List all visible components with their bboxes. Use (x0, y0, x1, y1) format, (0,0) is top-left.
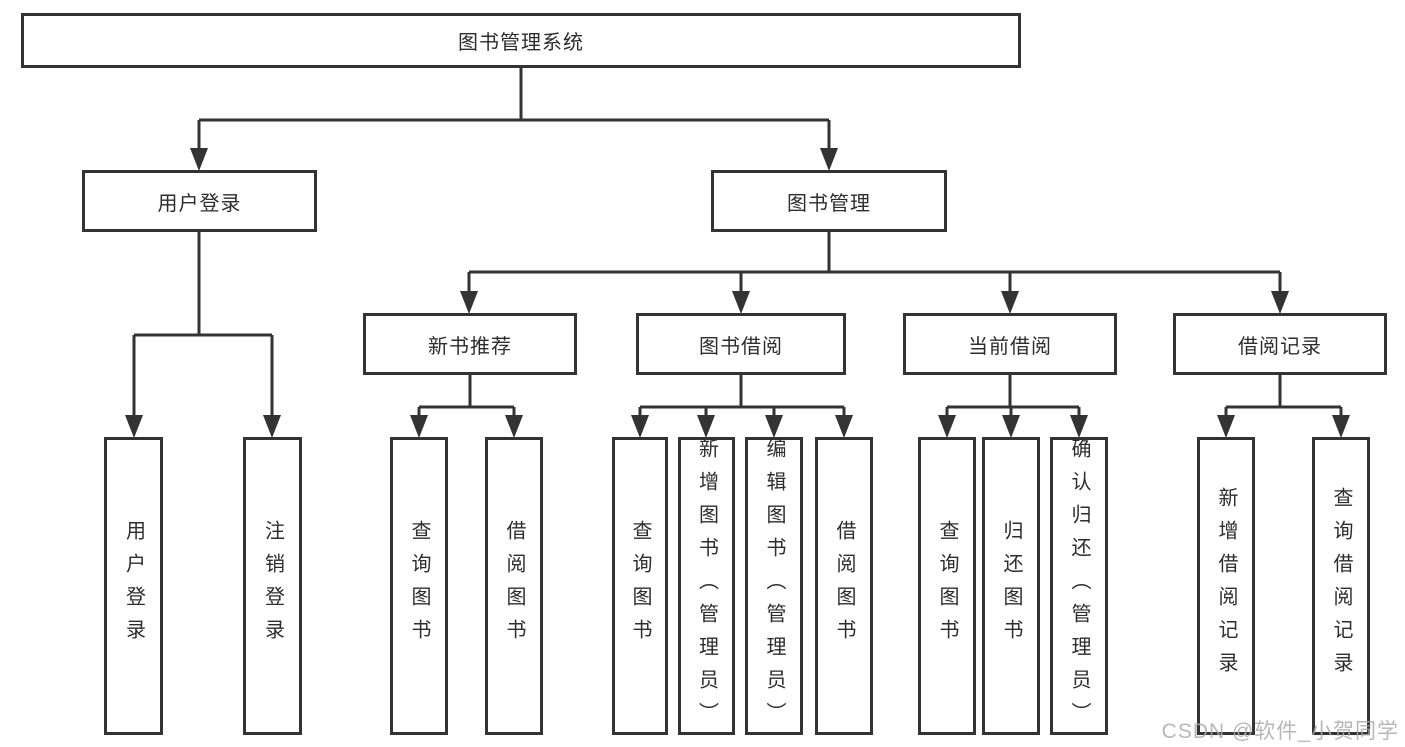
node-book-management: 图书管理 (711, 170, 947, 232)
node-book-borrowing: 图书借阅 (636, 313, 846, 375)
node-label: 图书管理系统 (458, 32, 584, 54)
leaf-query-borrow-record: 查询借阅记录 (1312, 437, 1370, 735)
leaf-borrow-books: 借阅图书 (815, 437, 873, 735)
node-label: 查询借阅记录 (1330, 487, 1352, 685)
node-label: 图书借阅 (699, 335, 783, 358)
node-current-borrowing: 当前借阅 (903, 313, 1117, 375)
node-label: 查询图书 (629, 520, 651, 652)
node-root-system: 图书管理系统 (21, 13, 1021, 68)
leaf-add-borrow-record: 新增借阅记录 (1197, 437, 1255, 735)
node-label: 新增借阅记录 (1215, 487, 1237, 685)
node-label: 新增图书（管理员） (695, 437, 718, 735)
node-borrowing-records: 借阅记录 (1173, 313, 1387, 375)
leaf-edit-books-admin: 编辑图书（管理员） (745, 437, 803, 735)
node-label: 借阅图书 (833, 520, 855, 652)
node-label: 当前借阅 (968, 335, 1052, 358)
node-label: 归还图书 (1000, 520, 1022, 652)
node-label: 确认归还（管理员） (1068, 437, 1090, 735)
leaf-query-books-borrow: 查询图书 (612, 437, 668, 735)
node-user-login: 用户登录 (82, 170, 317, 232)
node-label: 查询图书 (936, 520, 958, 652)
leaf-user-login: 用户登录 (104, 437, 163, 735)
arrowheads (125, 148, 1350, 438)
leaf-borrow-books-recommend: 借阅图书 (485, 437, 543, 735)
node-label: 用户登录 (122, 520, 145, 652)
leaf-confirm-return-admin: 确认归还（管理员） (1050, 437, 1108, 735)
tree-edges (132, 68, 1343, 419)
leaf-query-books-current: 查询图书 (918, 437, 976, 735)
node-label: 编辑图书（管理员） (763, 437, 785, 735)
leaf-logout: 注销登录 (243, 437, 302, 735)
node-label: 注销登录 (261, 520, 284, 652)
csdn-watermark: CSDN @软件_小贺同学 (1161, 720, 1399, 743)
leaf-query-books-recommend: 查询图书 (390, 437, 448, 735)
node-label: 图书管理 (787, 192, 871, 215)
node-label: 新书推荐 (428, 335, 512, 358)
node-label: 用户登录 (157, 192, 242, 215)
node-new-book-recommendation: 新书推荐 (363, 313, 577, 375)
node-label: 查询图书 (408, 520, 430, 652)
leaf-return-books: 归还图书 (982, 437, 1040, 735)
node-label: 借阅图书 (503, 520, 525, 652)
node-label: 借阅记录 (1238, 335, 1322, 358)
leaf-add-books-admin: 新增图书（管理员） (678, 437, 735, 735)
